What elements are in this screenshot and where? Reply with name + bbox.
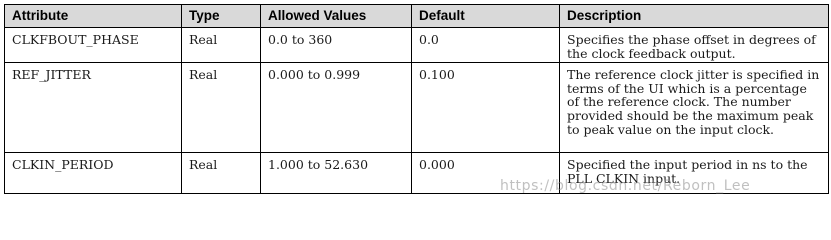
header-row: Attribute Type Allowed Values Default De… (4, 4, 829, 28)
cell-default: 0.0 (411, 26, 560, 64)
cell-description: Specifies the phase offset in degrees of… (559, 26, 829, 64)
header-allowed-values: Allowed Values (260, 4, 412, 28)
cell-description: The reference clock jitter is specified … (559, 62, 829, 154)
cell-type: Real (181, 62, 261, 154)
header-default: Default (411, 4, 560, 28)
cell-allowed-values: 0.000 to 0.999 (260, 62, 412, 154)
table-row: CLKFBOUT_PHASE Real 0.0 to 360 0.0 Speci… (4, 26, 829, 64)
cell-attribute: CLKIN_PERIOD (4, 152, 182, 195)
cell-description: Specified the input period in ns to the … (559, 152, 829, 195)
attribute-table: Attribute Type Allowed Values Default De… (4, 4, 829, 195)
table-row: CLKIN_PERIOD Real 1.000 to 52.630 0.000 … (4, 152, 829, 195)
cell-attribute: CLKFBOUT_PHASE (4, 26, 182, 64)
cell-type: Real (181, 152, 261, 195)
cell-allowed-values: 0.0 to 360 (260, 26, 412, 64)
header-description: Description (559, 4, 829, 28)
cell-default: 0.100 (411, 62, 560, 154)
header-type: Type (181, 4, 261, 28)
table-row: REF_JITTER Real 0.000 to 0.999 0.100 The… (4, 62, 829, 154)
document-frame: Attribute Type Allowed Values Default De… (4, 4, 829, 195)
cell-allowed-values: 1.000 to 52.630 (260, 152, 412, 195)
cell-type: Real (181, 26, 261, 64)
cell-attribute: REF_JITTER (4, 62, 182, 154)
cell-default: 0.000 (411, 152, 560, 195)
header-attribute: Attribute (4, 4, 182, 28)
